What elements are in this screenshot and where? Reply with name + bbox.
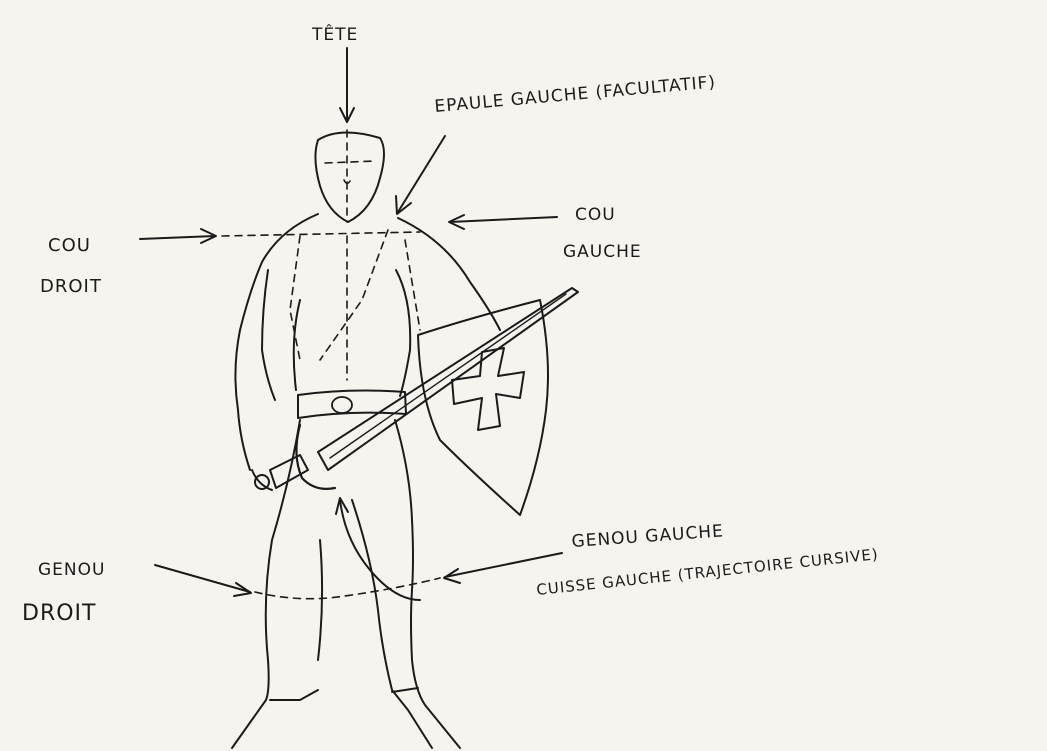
sword-guard bbox=[296, 425, 335, 489]
label-left-neck-2: GAUCHE bbox=[563, 242, 642, 262]
left-leg bbox=[395, 420, 460, 748]
shield-cross bbox=[452, 348, 524, 430]
label-right-neck-2: DROIT bbox=[40, 276, 102, 297]
label-left-shoulder: EPAULE GAUCHE (FACULTATIF) bbox=[434, 72, 717, 117]
arrow-head bbox=[340, 48, 354, 122]
label-right-knee-2: DROIT bbox=[22, 601, 96, 626]
label-right-knee-1: GENOU bbox=[38, 560, 105, 580]
right-leg bbox=[232, 420, 300, 748]
label-left-knee: GENOU GAUCHE bbox=[571, 521, 725, 552]
label-left-neck-1: COU bbox=[575, 205, 616, 225]
sword-blade bbox=[318, 288, 578, 470]
arrow-left-knee bbox=[444, 553, 562, 583]
arrow-right-knee bbox=[155, 565, 251, 596]
arrow-left-shoulder bbox=[396, 136, 445, 214]
label-right-neck-1: COU bbox=[48, 235, 91, 256]
arrow-left-neck bbox=[449, 215, 557, 229]
helmet bbox=[315, 132, 384, 222]
shield bbox=[418, 300, 548, 515]
right-shoulder bbox=[235, 214, 318, 470]
left-cloak bbox=[398, 218, 500, 330]
label-head: TÊTE bbox=[311, 23, 358, 45]
knight-figure bbox=[222, 130, 578, 748]
arrow-right-neck bbox=[140, 229, 216, 243]
label-left-thigh: CUISSE GAUCHE (TRAJECTOIRE CURSIVE) bbox=[536, 545, 880, 599]
